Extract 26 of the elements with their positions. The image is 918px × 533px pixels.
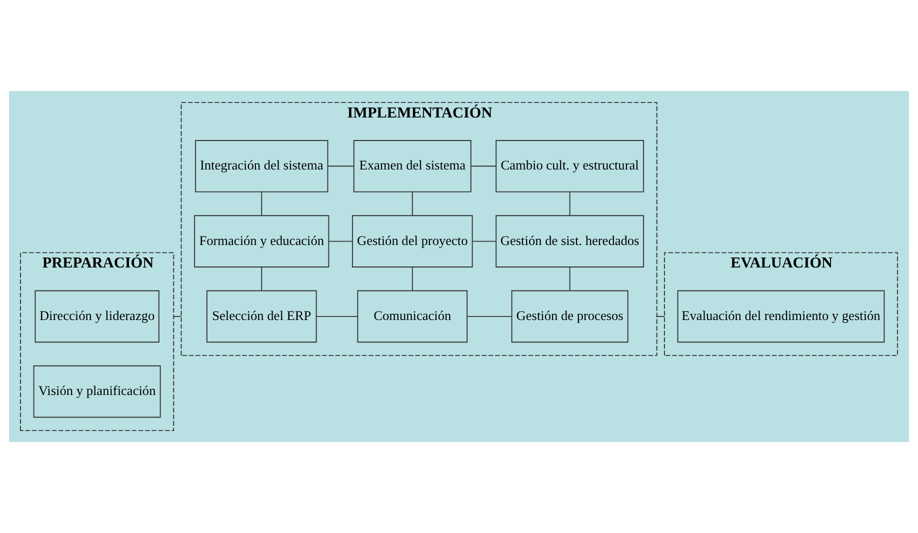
- connector: [173, 316, 182, 317]
- connector: [261, 191, 262, 216]
- node-box: Gestión del proyecto: [352, 215, 473, 268]
- connector: [466, 316, 512, 317]
- node-box: Formación y educación: [194, 215, 330, 268]
- node-box: Gestión de sist. heredados: [496, 215, 644, 268]
- connector: [328, 240, 353, 242]
- connector: [472, 240, 496, 242]
- node-box: Gestión de procesos: [511, 290, 628, 343]
- node-box: Evaluación del rendimiento y gestión: [677, 290, 885, 343]
- connector: [412, 191, 413, 216]
- connector: [569, 266, 570, 292]
- node-box: Selección del ERP: [206, 290, 317, 343]
- connector: [412, 266, 413, 292]
- node-box: Examen del sistema: [353, 140, 472, 192]
- connector: [316, 316, 358, 317]
- node-box: Cambio cult. y estructural: [496, 140, 644, 192]
- connector: [656, 316, 665, 317]
- node-box: Dirección y liderazgo: [34, 290, 160, 343]
- connector: [261, 266, 262, 292]
- connector: [470, 166, 496, 167]
- node-box: Comunicación: [357, 290, 468, 343]
- node-box: Integración del sistema: [195, 140, 328, 192]
- node-box: Visión y planificación: [33, 365, 161, 418]
- connector: [569, 191, 570, 216]
- connector: [327, 166, 354, 167]
